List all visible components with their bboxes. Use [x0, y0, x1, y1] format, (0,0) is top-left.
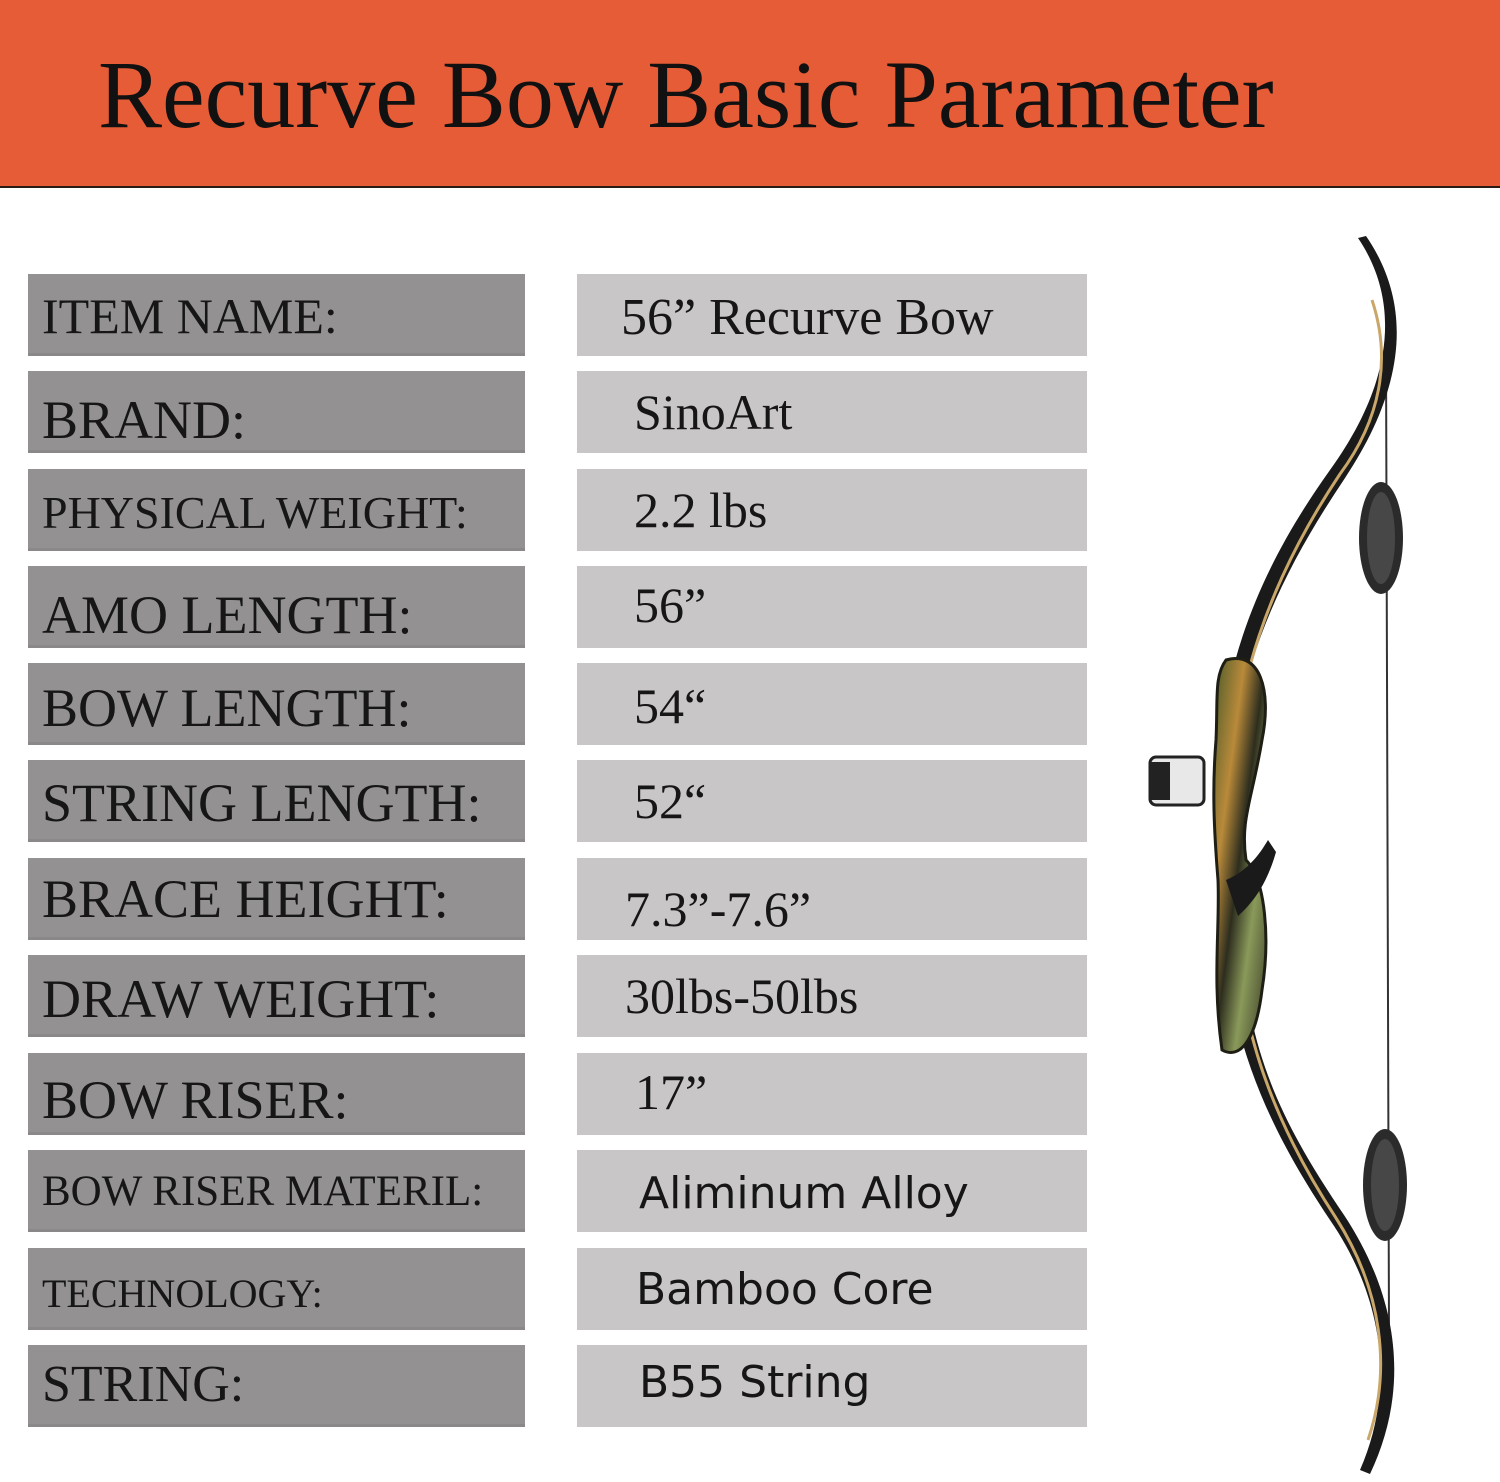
spec-label-cell: STRING LENGTH: — [28, 760, 525, 842]
spec-label-cell: BRACE HEIGHT: — [28, 858, 525, 940]
spec-label-cell: DRAW WEIGHT: — [28, 955, 525, 1037]
spec-label: STRING LENGTH: — [42, 773, 482, 833]
spec-label-cell: AMO LENGTH: — [28, 566, 525, 648]
spec-value-cell: 30lbs-50lbs — [577, 955, 1087, 1037]
header-banner: Recurve Bow Basic Parameter — [0, 0, 1500, 188]
spec-row-string-length: STRING LENGTH: 52“ — [0, 760, 1100, 842]
spec-label: ITEM NAME: — [42, 288, 338, 344]
spec-value-cell: Bamboo Core — [577, 1248, 1087, 1330]
spec-value-cell: SinoArt — [577, 371, 1087, 453]
spec-row-bow-length: BOW LENGTH: 54“ — [0, 663, 1100, 745]
spec-row-physical-weight: PHYSICAL WEIGHT: 2.2 lbs — [0, 469, 1100, 551]
spec-row-amo-length: AMO LENGTH: 56” — [0, 566, 1100, 648]
spec-value-cell: 56” — [577, 566, 1087, 648]
spec-label: BOW LENGTH: — [42, 678, 412, 738]
spec-label-cell: TECHNOLOGY: — [28, 1248, 525, 1330]
spec-row-string: STRING: B55 String — [0, 1345, 1100, 1427]
spec-value-cell: 54“ — [577, 663, 1087, 745]
spec-value: SinoArt — [634, 384, 793, 440]
spec-label-cell: PHYSICAL WEIGHT: — [28, 469, 525, 551]
page-title: Recurve Bow Basic Parameter — [98, 41, 1274, 148]
spec-row-brand: BRAND: SinoArt — [0, 371, 1100, 453]
spec-value-cell: Aliminum Alloy — [577, 1150, 1087, 1232]
spec-value: 56” Recurve Bow — [621, 289, 994, 346]
spec-row-draw-weight: DRAW WEIGHT: 30lbs-50lbs — [0, 955, 1100, 1037]
spec-label-cell: ITEM NAME: — [28, 274, 525, 356]
spec-value-cell: 17” — [577, 1053, 1087, 1135]
spec-value: 2.2 lbs — [634, 482, 768, 538]
spec-label: BRAND: — [42, 390, 247, 450]
spec-label-cell: BOW LENGTH: — [28, 663, 525, 745]
spec-value: 52“ — [634, 773, 707, 829]
spec-label: BOW RISER: — [42, 1070, 349, 1130]
spec-value-cell: 7.3”-7.6” — [577, 858, 1087, 940]
spec-value: 7.3”-7.6” — [625, 881, 812, 937]
spec-row-technology: TECHNOLOGY: Bamboo Core — [0, 1248, 1100, 1330]
spec-label: TECHNOLOGY: — [42, 1271, 323, 1316]
spec-row-bow-riser: BOW RISER: 17” — [0, 1053, 1100, 1135]
spec-label: BRACE HEIGHT: — [42, 869, 449, 929]
spec-label-cell: BRAND: — [28, 371, 525, 453]
spec-label: PHYSICAL WEIGHT: — [42, 487, 468, 538]
spec-value: 56” — [634, 577, 707, 633]
spec-value-cell: 2.2 lbs — [577, 469, 1087, 551]
riser — [1212, 657, 1268, 1054]
lower-limb — [1232, 1000, 1395, 1474]
spec-label: STRING: — [42, 1356, 245, 1413]
spec-value: 30lbs-50lbs — [625, 968, 859, 1024]
spec-label: DRAW WEIGHT: — [42, 969, 440, 1029]
upper-limb — [1228, 236, 1397, 692]
spec-value: Aliminum Alloy — [639, 1168, 969, 1219]
spec-row-brace-height: BRACE HEIGHT: 7.3”-7.6” — [0, 858, 1100, 940]
spec-value: 17” — [635, 1064, 708, 1120]
spec-label-cell: BOW RISER: — [28, 1053, 525, 1135]
spec-value: B55 String — [639, 1357, 871, 1408]
spec-value-cell: 52“ — [577, 760, 1087, 842]
spec-label: AMO LENGTH: — [42, 585, 413, 645]
spec-value: Bamboo Core — [636, 1264, 934, 1315]
spec-label: BOW RISER MATERIL: — [42, 1168, 484, 1215]
recurve-bow-image — [1148, 236, 1407, 1474]
spec-value-cell: B55 String — [577, 1345, 1087, 1427]
spec-label-cell: BOW RISER MATERIL: — [28, 1150, 525, 1232]
spec-row-bow-riser-material: BOW RISER MATERIL: Aliminum Alloy — [0, 1150, 1100, 1232]
spec-value: 54“ — [634, 678, 707, 734]
spec-label-cell: STRING: — [28, 1345, 525, 1427]
spec-row-item-name: ITEM NAME: 56” Recurve Bow — [0, 274, 1100, 356]
spec-value-cell: 56” Recurve Bow — [577, 274, 1087, 356]
